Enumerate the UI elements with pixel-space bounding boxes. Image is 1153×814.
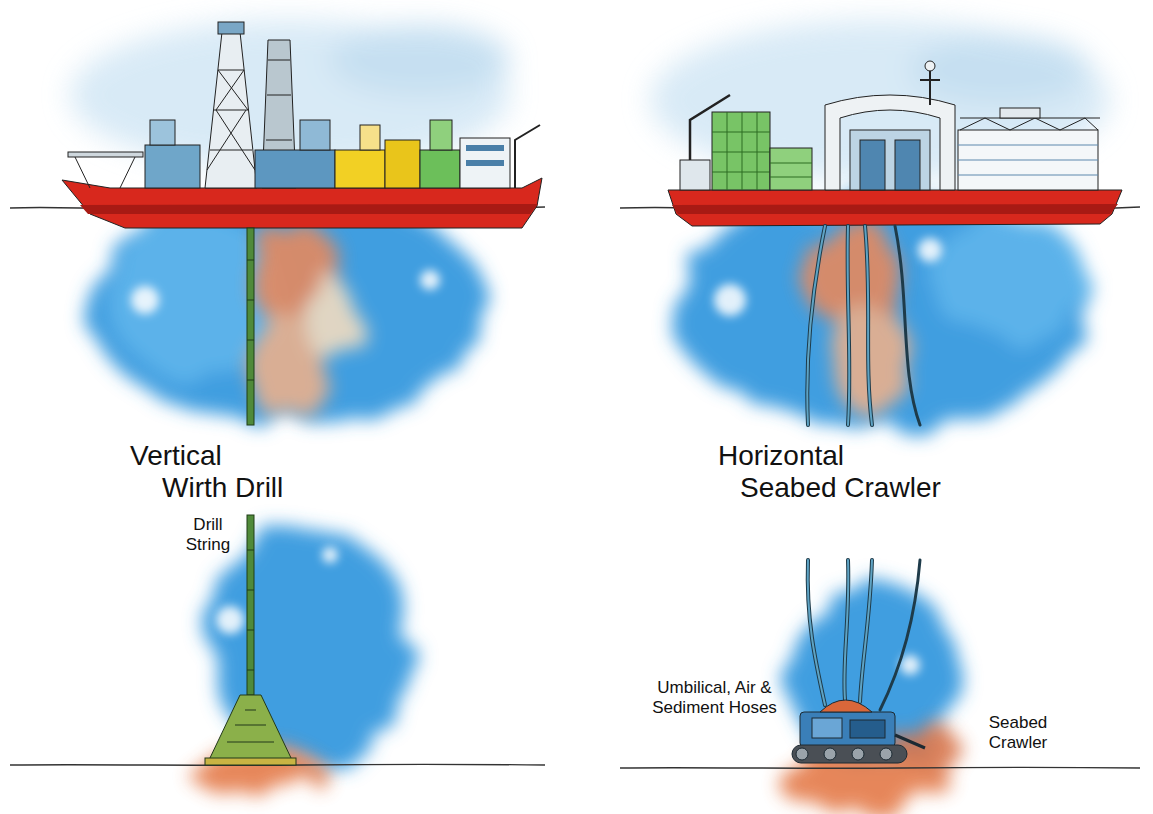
section-heading: Vertical Wirth Drill [130, 440, 290, 504]
part-label: Umbilical, Air & Sediment Hoses [652, 678, 777, 718]
seabed-crawler [792, 700, 925, 763]
part-label: Seabed Crawler [982, 713, 1054, 753]
water-wash [90, 195, 1090, 770]
waterline [10, 207, 1140, 769]
sediment-plume [185, 215, 960, 810]
part-label: Drill String [180, 515, 236, 555]
wirth-drill-base [205, 695, 296, 765]
drill-string [247, 228, 254, 695]
section-heading: Horizontal Seabed Crawler [718, 440, 943, 504]
drill-ship [62, 22, 542, 228]
crawler-ship [668, 61, 1122, 226]
